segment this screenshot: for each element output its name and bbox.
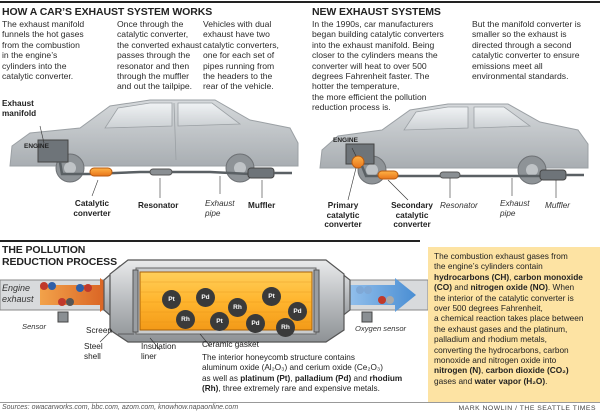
- metal-marker: Pd: [196, 288, 215, 307]
- section-rule: [0, 240, 420, 242]
- car1-resonator: [149, 168, 173, 176]
- metal-marker: Rh: [176, 310, 195, 329]
- car2-muffler: [539, 169, 567, 181]
- car2-secondary-converter: [377, 170, 399, 180]
- section2-title: NEW EXHAUST SYSTEMS: [312, 6, 441, 18]
- car2-body: [319, 103, 589, 185]
- car1-muffler-label: Muffler: [248, 201, 276, 210]
- car1-resonator-label: Resonator: [138, 201, 179, 210]
- ceramic-gasket-label: Ceramic gasket: [202, 340, 259, 349]
- car2-resonator: [439, 171, 461, 179]
- metal-marker: Pd: [288, 302, 307, 321]
- car2-engine-label: ENGINE: [333, 137, 358, 144]
- metal-marker: Rh: [276, 318, 295, 337]
- car2-muffler-label: Muffler: [545, 201, 571, 210]
- chemistry-info-box: [428, 247, 600, 402]
- metal-marker: Rh: [228, 298, 247, 317]
- metal-marker: Pt: [262, 287, 281, 306]
- top-rule: [0, 1, 600, 3]
- metal-marker: Pt: [210, 312, 229, 331]
- sensor-label: Sensor: [22, 322, 47, 331]
- footer-rule: [0, 402, 600, 403]
- sources-text: Sources: owacarworks.com, bbc.com, azom.…: [2, 404, 239, 411]
- car2-primary-converter: [351, 155, 365, 169]
- credit-text: MARK NOWLIN / THE SEATTLE TIMES: [458, 405, 596, 412]
- car1-muffler: [247, 167, 275, 179]
- metal-marker: Pt: [162, 290, 181, 309]
- car2-resonator-label: Resonator: [440, 201, 478, 210]
- car1-body: [9, 99, 299, 183]
- metal-marker: Pd: [246, 314, 265, 333]
- honeycomb-description: The interior honeycomb structure contain…: [202, 353, 403, 393]
- cars-illustration: [9, 99, 589, 201]
- screen-label: Screen: [86, 326, 112, 335]
- car1-engine-label: ENGINE: [24, 143, 49, 150]
- car1-catalytic-converter: [89, 167, 113, 177]
- oxygen-sensor-label: Oxygen sensor: [355, 324, 407, 333]
- section1-title: HOW A CAR’S EXHAUST SYSTEM WORKS: [2, 6, 213, 18]
- chemistry-info-text: The combustion exhaust gases from the en…: [434, 251, 584, 386]
